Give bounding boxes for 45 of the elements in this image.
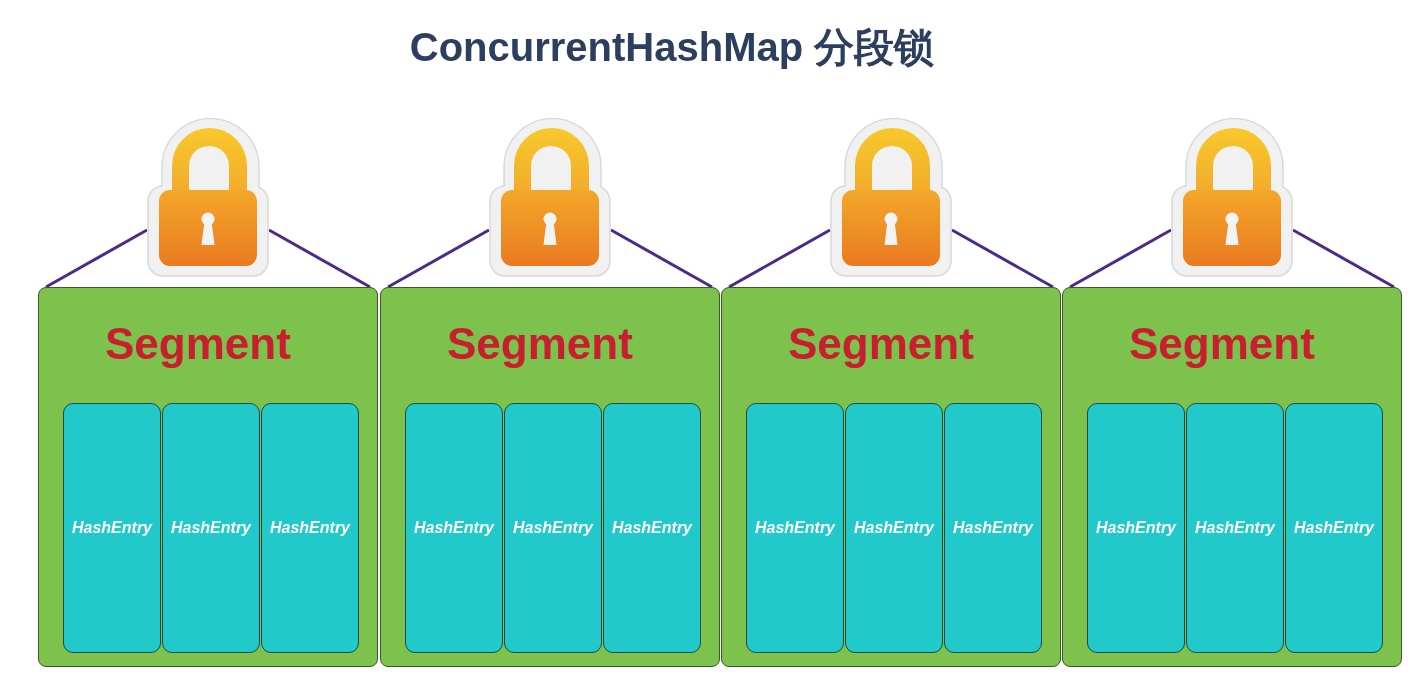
hash-entry-label: HashEntry xyxy=(414,518,494,538)
segment-label: Segment xyxy=(788,322,974,366)
diagram-title: ConcurrentHashMap 分段锁 xyxy=(409,24,935,71)
connector-line xyxy=(387,228,490,289)
hash-entry-box xyxy=(405,403,503,653)
connector-line xyxy=(610,228,713,289)
hash-entry-label: HashEntry xyxy=(1294,518,1374,538)
hash-entry-box xyxy=(746,403,844,653)
hash-entry-box xyxy=(1285,403,1383,653)
hash-entry-box xyxy=(63,403,161,653)
hash-entry-box xyxy=(845,403,943,653)
hash-entry-label: HashEntry xyxy=(854,518,934,538)
connector-line xyxy=(1292,228,1395,289)
connector-line xyxy=(45,228,148,289)
segment-box xyxy=(721,287,1061,667)
segment-label: Segment xyxy=(447,322,633,366)
padlock-icon xyxy=(830,118,952,278)
segment-label: Segment xyxy=(105,322,291,366)
hash-entry-label: HashEntry xyxy=(1096,518,1176,538)
segment-box xyxy=(1062,287,1402,667)
segment-box xyxy=(380,287,720,667)
padlock-icon xyxy=(1171,118,1293,278)
connector-line xyxy=(268,228,371,289)
hash-entry-label: HashEntry xyxy=(513,518,593,538)
segment-label: Segment xyxy=(1129,322,1315,366)
hash-entry-label: HashEntry xyxy=(755,518,835,538)
hash-entry-label: HashEntry xyxy=(1195,518,1275,538)
padlock-icon xyxy=(489,118,611,278)
hash-entry-label: HashEntry xyxy=(953,518,1033,538)
hash-entry-box xyxy=(261,403,359,653)
padlock-icon xyxy=(147,118,269,278)
segment-box xyxy=(38,287,378,667)
hash-entry-box xyxy=(1186,403,1284,653)
hash-entry-label: HashEntry xyxy=(171,518,251,538)
connector-line xyxy=(1069,228,1172,289)
hash-entry-box xyxy=(944,403,1042,653)
hash-entry-box xyxy=(504,403,602,653)
hash-entry-label: HashEntry xyxy=(612,518,692,538)
connector-line xyxy=(728,228,831,289)
hash-entry-label: HashEntry xyxy=(72,518,152,538)
hash-entry-box xyxy=(162,403,260,653)
hash-entry-box xyxy=(1087,403,1185,653)
hash-entry-label: HashEntry xyxy=(270,518,350,538)
connector-line xyxy=(951,228,1054,289)
hash-entry-box xyxy=(603,403,701,653)
